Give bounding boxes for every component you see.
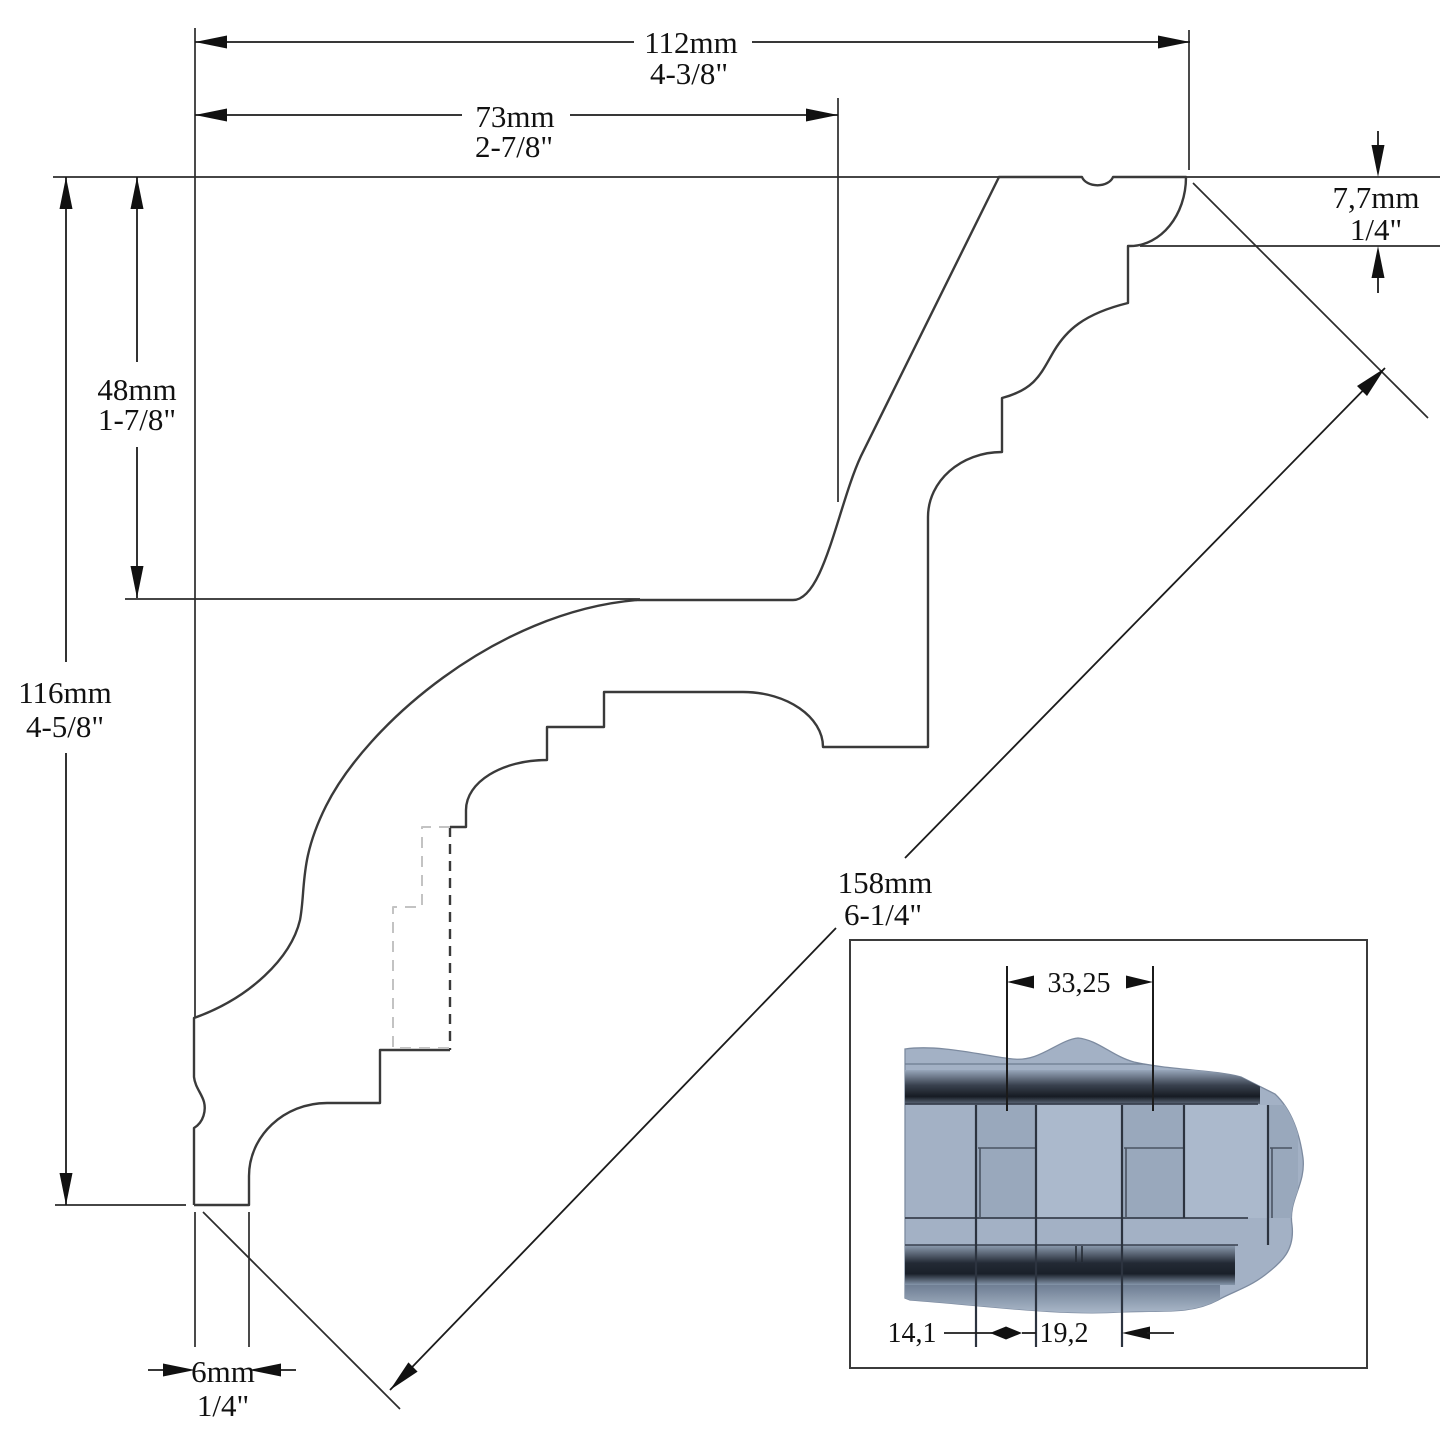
- label-top-drop-inch: 1/4": [1350, 212, 1402, 247]
- arrowhead-left-icon: [1007, 975, 1034, 989]
- label-upper-width-mm: 73mm: [475, 99, 554, 134]
- dentil-dividers-extended: [974, 1105, 1124, 1347]
- arrowhead-right-icon: [1126, 975, 1153, 989]
- label-upper-height-mm: 48mm: [97, 372, 176, 407]
- profile-outline-lower: [194, 1048, 450, 1207]
- label-overall-height-inch: 4-5/8": [26, 709, 104, 744]
- arrowhead-downleft-icon: [390, 1362, 418, 1390]
- arrowhead-right-icon: [806, 108, 838, 122]
- detail-inset: 33,25 14,1 19,2: [849, 939, 1368, 1369]
- label-dentil-gap: 19,2: [1040, 1318, 1089, 1349]
- arrowhead-up-icon: [59, 177, 73, 209]
- hidden-back-steps: [392, 826, 450, 1049]
- dentil-render: [904, 1037, 1304, 1347]
- arrowhead-upright-icon: [1357, 368, 1385, 396]
- label-bottom-depth-mm: 6mm: [191, 1354, 255, 1389]
- arrowhead-left-icon: [195, 35, 227, 49]
- label-overall-height-mm: 116mm: [18, 675, 112, 710]
- arrowhead-down-icon: [130, 566, 144, 598]
- label-overall-width-mm: 112mm: [644, 25, 738, 60]
- arrow-diamond-icon: [990, 1326, 1022, 1340]
- arrowhead-up-icon: [130, 177, 144, 209]
- dimension-overall-width: 112mm 4-3/8": [195, 25, 1190, 91]
- arrowhead-left-icon: [249, 1363, 281, 1377]
- arrowhead-down-icon: [59, 1173, 73, 1205]
- face-extension-line-top: [1192, 182, 1429, 419]
- dimension-upper-width: 73mm 2-7/8": [195, 99, 838, 164]
- label-upper-height-inch: 1-7/8": [98, 402, 176, 437]
- dimension-upper-height: 48mm 1-7/8": [97, 177, 177, 598]
- dimension-dentil-gap: 19,2: [1040, 1318, 1174, 1349]
- dentil-gap: [1268, 1105, 1298, 1218]
- arrowhead-right-icon: [1158, 35, 1190, 49]
- label-face-width-inch: 6-1/4": [844, 897, 922, 932]
- groove-band-top: [905, 1070, 1260, 1104]
- label-pattern-repeat: 33,25: [1048, 968, 1111, 999]
- dimension-pattern-repeat: 33,25: [1006, 966, 1154, 1111]
- profile-outline-main: [192, 175, 1188, 1205]
- label-top-drop-mm: 7,7mm: [1333, 180, 1420, 215]
- arrowhead-up-icon: [1371, 246, 1385, 278]
- dentil-gap: [1122, 1105, 1184, 1218]
- dimension-overall-height: 116mm 4-5/8": [18, 177, 112, 1205]
- face-extension-line-bottom: [202, 1211, 401, 1410]
- label-upper-width-inch: 2-7/8": [475, 129, 553, 164]
- molding-profile: [192, 175, 1188, 1207]
- arrowhead-right-icon: [163, 1363, 195, 1377]
- arrowhead-left-icon: [1122, 1326, 1150, 1340]
- dentil-block: [1184, 1105, 1268, 1218]
- dimension-face-width: 158mm 6-1/4": [389, 367, 1386, 1391]
- dimension-dentil-width: 14,1: [888, 1318, 1036, 1349]
- dentil-gap: [976, 1105, 1036, 1218]
- arrowhead-down-icon: [1371, 145, 1385, 177]
- dentil-lines: [905, 1063, 1292, 1262]
- dentil-block: [1036, 1105, 1122, 1218]
- dimension-top-drop: 7,7mm 1/4": [1333, 131, 1420, 293]
- label-face-width-mm: 158mm: [838, 865, 933, 900]
- dimension-bottom-depth: 6mm 1/4": [148, 1354, 296, 1423]
- extension-lines: [53, 28, 1440, 1410]
- label-dentil-width: 14,1: [888, 1318, 937, 1349]
- label-overall-width-inch: 4-3/8": [650, 56, 728, 91]
- arrowhead-left-icon: [195, 108, 227, 122]
- label-bottom-depth-inch: 1/4": [197, 1388, 249, 1423]
- groove-band-bottom: [905, 1245, 1235, 1285]
